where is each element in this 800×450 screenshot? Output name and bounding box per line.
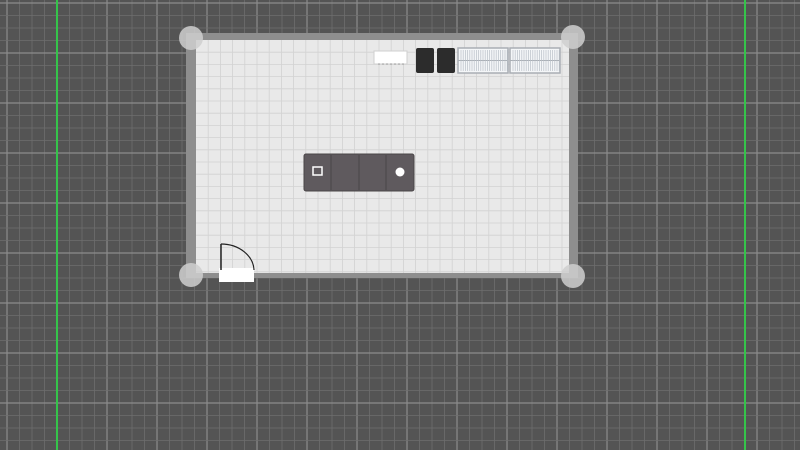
corner-handle-top-right[interactable]: [561, 25, 585, 49]
corner-handle-bottom-right[interactable]: [561, 264, 585, 288]
wire-shelf-icon[interactable]: [509, 47, 561, 74]
island-counter-icon[interactable]: [303, 153, 415, 192]
dark-appliance-icon[interactable]: [416, 48, 434, 73]
corner-handle-top-left[interactable]: [179, 26, 203, 50]
door-swing-icon[interactable]: [219, 243, 255, 282]
dark-appliance-icon[interactable]: [437, 48, 455, 73]
room[interactable]: [179, 25, 585, 288]
corner-handle-bottom-left[interactable]: [179, 263, 203, 287]
white-cabinet-icon[interactable]: [373, 50, 408, 65]
cooktop-icon: [395, 167, 405, 177]
wire-shelf-icon[interactable]: [457, 47, 509, 74]
sink-icon: [312, 166, 323, 176]
